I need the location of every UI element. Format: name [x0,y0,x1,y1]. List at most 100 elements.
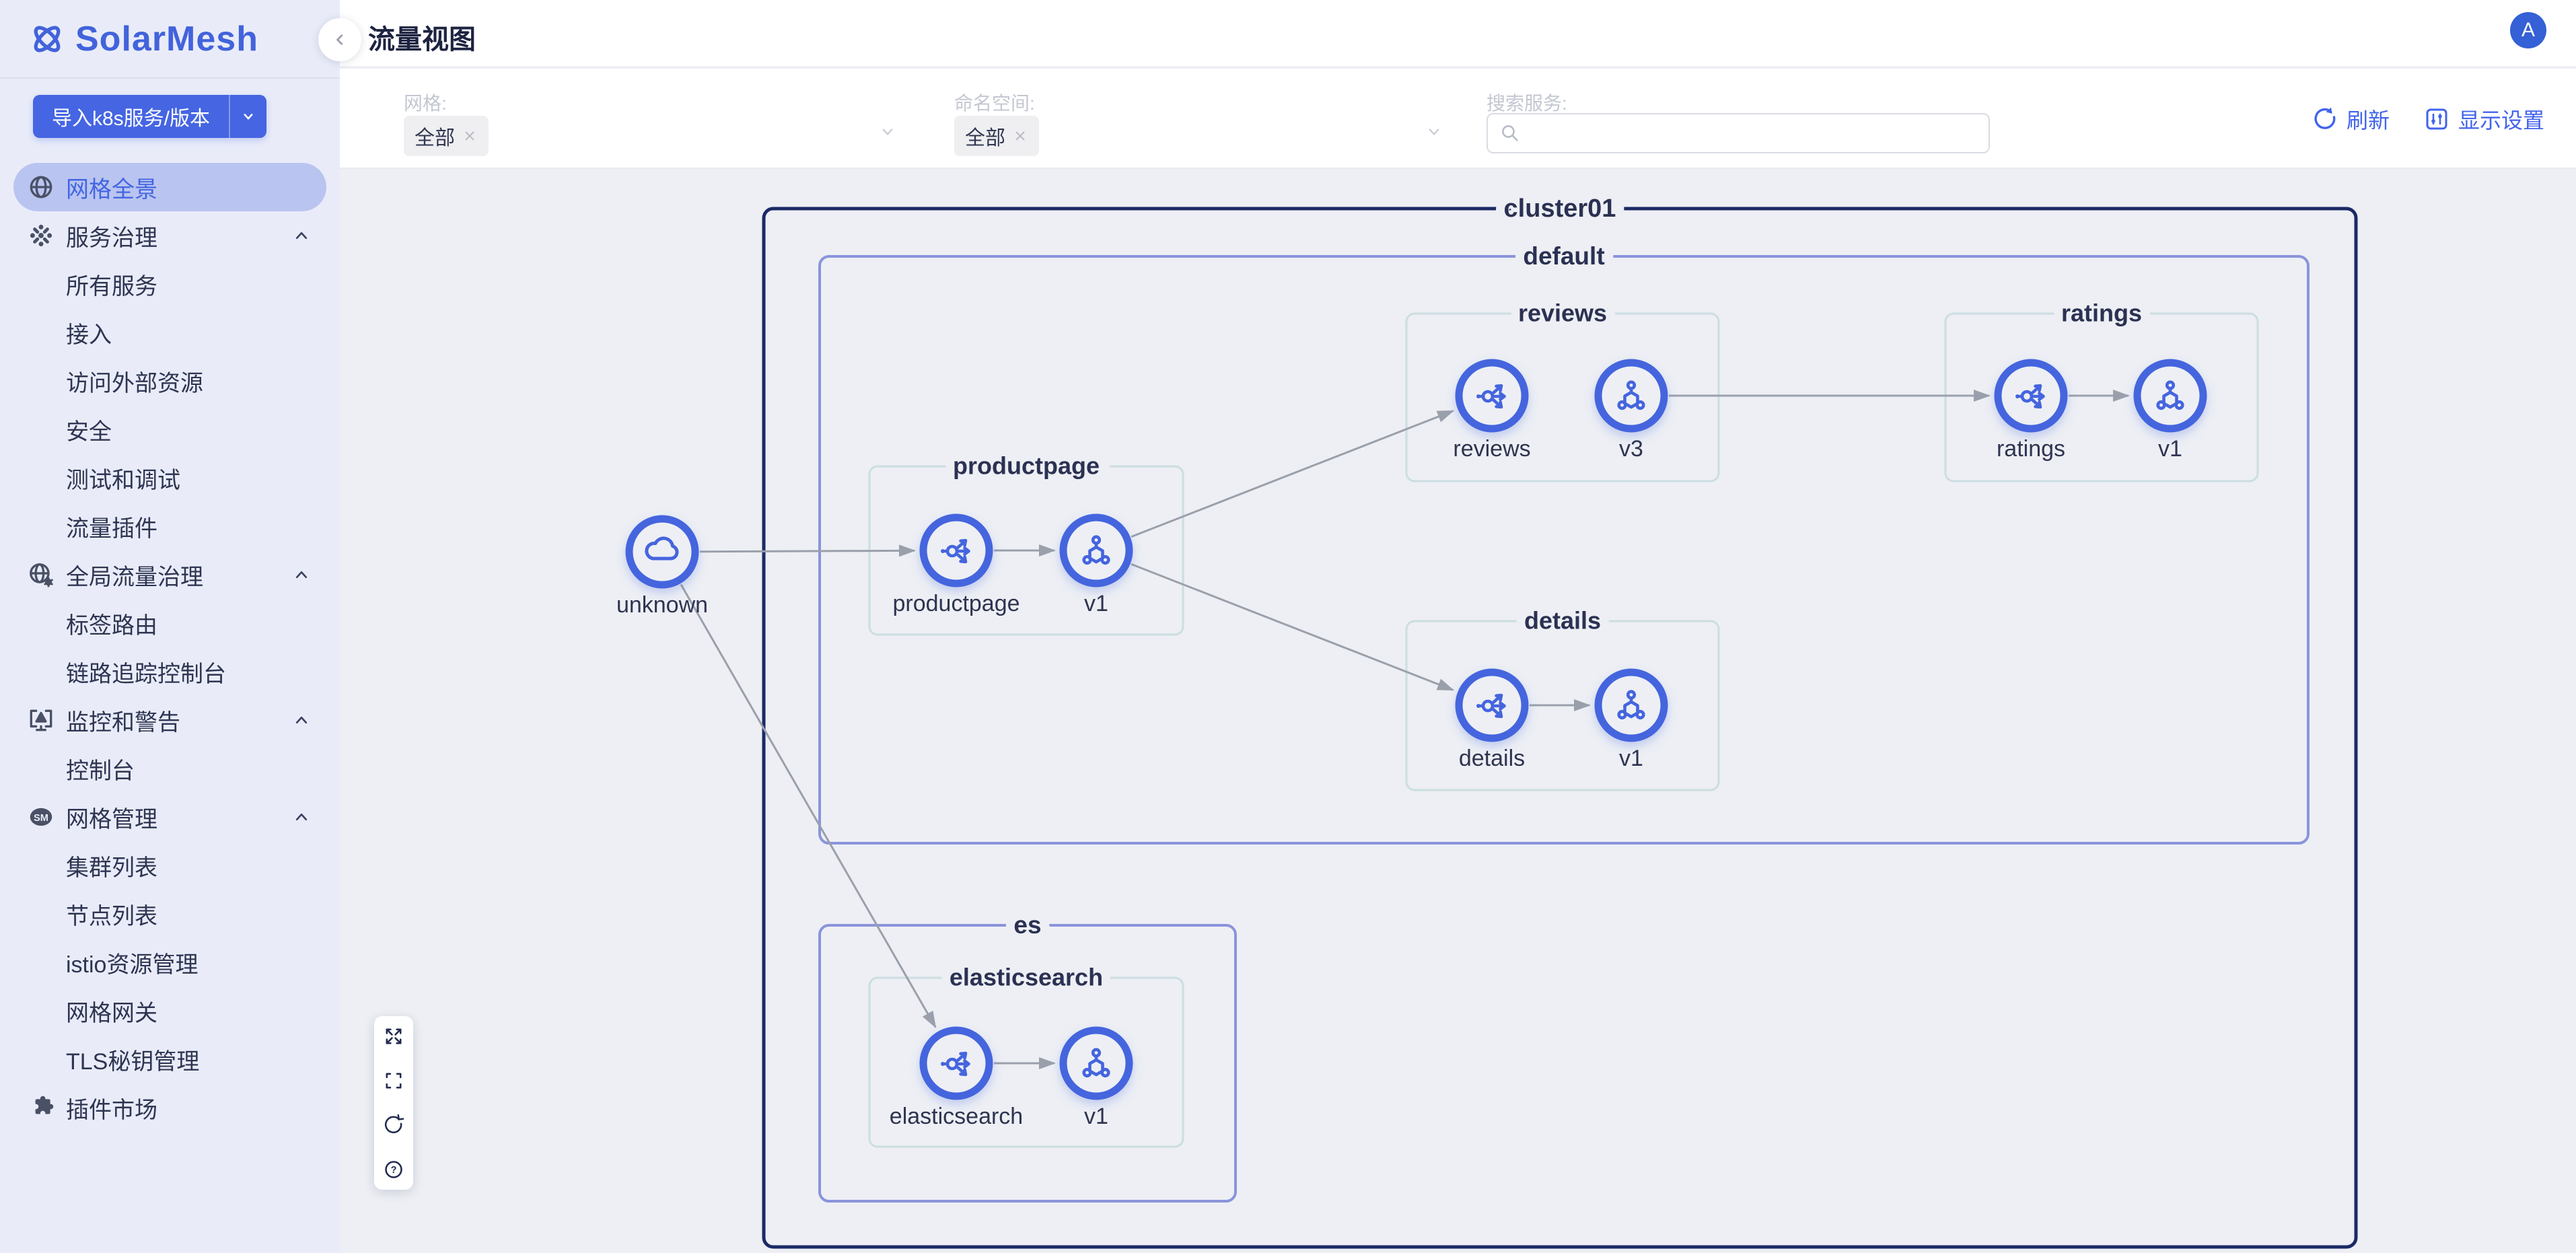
sidebar-item-label: 全局流量治理 [66,564,203,590]
sidebar-item-mesh-manage[interactable]: SM 网格管理 [0,793,340,841]
sidebar-subitem[interactable]: 访问外部资源 [0,357,340,405]
sidebar-subitem[interactable]: 集群列表 [0,841,340,890]
chevron-down-icon [244,114,253,120]
search-service-label: 搜索服务: [1487,93,1567,114]
mesh-filter-tag[interactable]: 全部 [404,116,489,156]
version-node-circle [1059,1026,1133,1100]
solarmesh-logo-icon [28,20,66,58]
sidebar-subitem-label: 节点列表 [66,903,157,929]
refresh-icon [382,1114,405,1137]
mesh-select-chevron-icon[interactable] [878,122,897,141]
chevron-left-icon [336,34,343,45]
node-productpage-v1[interactable]: v1 [1059,513,1133,616]
node-unknown[interactable]: unknown [616,515,708,618]
cluster-label: cluster01 [1504,194,1616,223]
node-details-svc[interactable]: details [1455,668,1529,771]
search-service-input[interactable] [1532,122,1978,145]
fullscreen-tool-button[interactable] [380,1067,407,1094]
display-settings-label: 显示设置 [2458,108,2545,133]
sidebar-subitem[interactable]: 网格网关 [0,987,340,1035]
user-avatar[interactable]: A [2510,12,2546,48]
node-label: v1 [2158,436,2182,462]
refresh-button[interactable]: 刷新 [2312,104,2390,135]
chevron-up-icon [291,807,312,827]
edge-productpage-v1-to-reviews-svc [1131,410,1455,538]
node-ratings-svc[interactable]: ratings [1994,359,2068,462]
expand-tool-button[interactable] [380,1023,407,1050]
traffic-graph[interactable]: unknown productpage v1 reviews v3 ratings v1 de… [340,169,2576,1253]
group-label: ratings [2061,299,2142,327]
node-ratings-v1[interactable]: v1 [2133,359,2207,462]
sidebar-subitem[interactable]: 标签路由 [0,599,340,647]
namespace-filter-value: 全部 [965,127,1005,149]
node-reviews-svc[interactable]: reviews [1453,359,1531,462]
node-label: unknown [616,592,708,618]
sidebar-subitem-label: 访问外部资源 [66,370,203,396]
fullscreen-icon [382,1069,405,1092]
help-tool-button[interactable]: ? [380,1156,407,1183]
node-reviews-v3[interactable]: v3 [1594,359,1668,462]
namespace-filter-label: 命名空间: [954,93,1035,114]
display-settings-button[interactable]: 显示设置 [2423,104,2544,135]
sidebar-item-label: 网格全景 [66,176,157,203]
sidebar-subitem[interactable]: 控制台 [0,744,340,793]
sidebar-item-label: 服务治理 [66,225,157,251]
sidebar-item-plugin-market[interactable]: 插件市场 [0,1083,340,1132]
sidebar-item-label: 网格管理 [66,806,157,832]
page-title: 流量视图 [368,25,476,55]
sidebar: SolarMesh 导入k8s服务/版本 网格全景服务治理所有服务接入访问外部资… [0,0,340,1253]
sidebar-item-globe[interactable]: 网格全景 [13,163,326,211]
tag-close-icon[interactable] [462,128,478,144]
node-elasticsearch-svc[interactable]: elasticsearch [890,1026,1023,1129]
group-label: reviews [1518,299,1607,327]
monitor-alert-icon [27,706,55,734]
import-k8s-dropdown-button[interactable] [229,95,267,138]
app-name: SolarMesh [75,19,258,59]
edge-unknown-to-productpage-svc [699,544,917,557]
sidebar-subitem-label: 流量插件 [66,515,157,542]
tag-close-icon[interactable] [1012,128,1028,144]
group-label: elasticsearch [950,964,1103,991]
node-details-v1[interactable]: v1 [1594,668,1668,771]
node-label: v1 [1084,1104,1108,1129]
sidebar-subitem[interactable]: 节点列表 [0,890,340,938]
node-label: ratings [1997,436,2065,462]
sidebar-subitem[interactable]: TLS秘钥管理 [0,1035,340,1083]
sidebar-item-monitor-alert[interactable]: 监控和警告 [0,696,340,744]
cluster-box-cluster01 [762,207,2358,1249]
global-traffic-icon [27,561,55,589]
import-k8s-button[interactable]: 导入k8s服务/版本 [33,95,229,138]
sidebar-subitem[interactable]: 所有服务 [0,260,340,308]
namespace-filter-tag[interactable]: 全部 [954,116,1039,156]
graph-toolbar: ? [374,1016,413,1190]
refresh-tool-button[interactable] [380,1112,407,1139]
sidebar-subitem-label: istio资源管理 [66,952,199,978]
sidebar-subitem[interactable]: 安全 [0,405,340,454]
sidebar-collapse-button[interactable] [318,18,361,61]
node-productpage-svc[interactable]: productpage [892,513,1020,616]
sidebar-subitem[interactable]: 接入 [0,308,340,357]
sidebar-subitem-label: 控制台 [66,758,135,784]
node-label: details [1459,746,1525,771]
sidebar-subitem[interactable]: 流量插件 [0,502,340,550]
plugin-market-icon [27,1094,55,1122]
node-label: elasticsearch [890,1104,1023,1129]
mesh-manage-icon: SM [27,803,55,831]
chevron-up-icon [291,710,312,730]
sidebar-item-service-governance[interactable]: 服务治理 [0,211,340,260]
sidebar-item-label: 插件市场 [66,1097,157,1123]
sidebar-item-global-traffic[interactable]: 全局流量治理 [0,550,340,599]
import-k8s-split-button: 导入k8s服务/版本 [33,95,267,138]
namespace-select-chevron-icon[interactable] [1425,122,1443,141]
namespace-label: es [1013,911,1041,939]
sidebar-subitem[interactable]: 测试和调试 [0,454,340,502]
node-elasticsearch-v1[interactable]: v1 [1059,1026,1133,1129]
namespace-box-default [818,255,2310,845]
traffic-graph-canvas[interactable]: unknown productpage v1 reviews v3 ratings v1 de… [340,169,2576,1253]
search-service-box [1487,113,1990,153]
cloud-node-circle [625,515,699,589]
sidebar-subitem-label: 链路追踪控制台 [66,661,226,687]
service-governance-icon [27,221,55,250]
sidebar-subitem[interactable]: 链路追踪控制台 [0,647,340,696]
sidebar-subitem[interactable]: istio资源管理 [0,938,340,987]
